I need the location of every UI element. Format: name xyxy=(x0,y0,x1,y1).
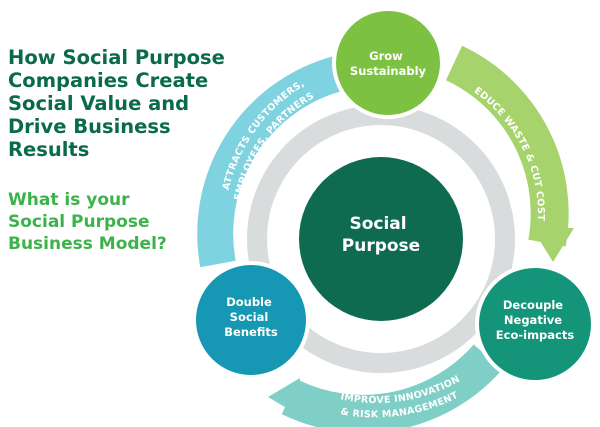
node-decouple-line: Eco-impacts xyxy=(496,328,575,342)
center-circle xyxy=(299,157,463,321)
arc-left-band xyxy=(197,55,345,268)
node-decouple-label: Decouple Negative Eco-impacts xyxy=(496,298,575,342)
subtitle-line: Social Purpose xyxy=(8,212,150,232)
node-double-line: Double xyxy=(226,295,272,309)
node-decouple xyxy=(475,264,595,384)
arc-bottom-arrowhead xyxy=(268,378,300,416)
title-line: How Social Purpose xyxy=(8,46,225,69)
arc-bottom-band xyxy=(281,344,503,427)
page-subtitle: What is your Social Purpose Business Mod… xyxy=(8,189,218,255)
arc-right-band xyxy=(445,45,569,247)
center-label-line: Purpose xyxy=(342,236,420,256)
subtitle-line: What is your xyxy=(8,190,130,210)
node-grow xyxy=(332,7,444,119)
node-grow-line: Grow xyxy=(369,49,403,63)
node-decouple-line: Decouple xyxy=(503,298,563,312)
title-line: Companies Create xyxy=(8,69,209,92)
subtitle-line: Business Model? xyxy=(8,234,167,254)
node-double-line: Social xyxy=(230,310,269,324)
center-label-line: Social xyxy=(349,214,406,234)
title-line: Drive Business xyxy=(8,115,171,138)
page-title: How Social Purpose Companies Create Soci… xyxy=(8,46,238,161)
node-grow-label: Grow Sustainably xyxy=(350,49,427,78)
title-line: Social Value and xyxy=(8,92,190,115)
node-double-label: Double Social Benefits xyxy=(224,295,278,339)
center-label: Social Purpose xyxy=(342,214,420,256)
node-decouple-line: Negative xyxy=(504,313,562,327)
arc-left-arrowhead xyxy=(320,62,343,92)
arc-right-arrowhead xyxy=(532,228,574,262)
node-grow-line: Sustainably xyxy=(350,64,427,78)
node-double-line: Benefits xyxy=(224,325,278,339)
node-double xyxy=(192,261,310,379)
title-line: Results xyxy=(8,138,90,161)
